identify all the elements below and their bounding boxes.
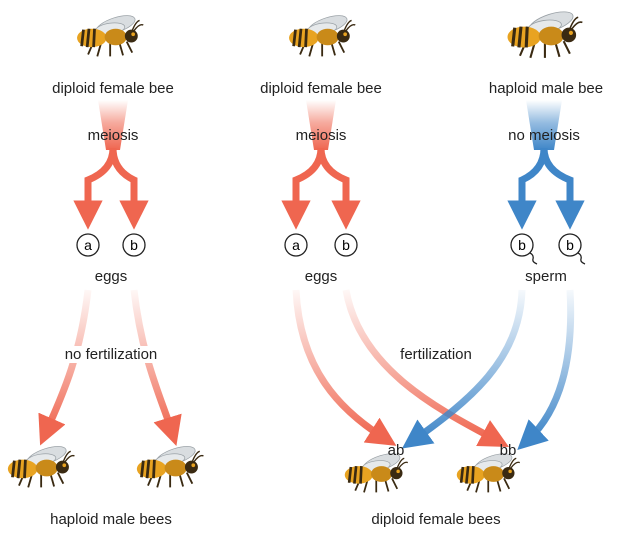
no-fertilization-label: no fertilization	[63, 346, 160, 363]
svg-text:a: a	[292, 237, 300, 253]
bee-icon	[289, 12, 355, 57]
bee-icon	[8, 443, 75, 488]
svg-text:b: b	[518, 237, 526, 253]
offspring-genotype-ab: ab	[388, 442, 405, 459]
arrow-icon	[346, 290, 496, 440]
arrow-icon	[88, 148, 113, 215]
top-label-middle: diploid female bee	[260, 80, 382, 97]
arrow-icon	[296, 148, 321, 215]
fertilization-label: fertilization	[398, 346, 474, 363]
svg-text:a: a	[84, 237, 92, 253]
arrow-icon	[113, 148, 134, 215]
bee-icon	[137, 443, 204, 488]
svg-text:b: b	[566, 237, 574, 253]
arrow-icon	[522, 148, 544, 215]
group-label-sperm: sperm	[525, 268, 567, 285]
egg-cell-icon: a	[285, 234, 307, 256]
process-label-right: no meiosis	[508, 127, 580, 144]
bee-icon	[507, 7, 582, 57]
egg-cell-icon: b	[123, 234, 145, 256]
bee-icon	[77, 12, 143, 57]
arrow-icon	[296, 290, 384, 438]
bottom-label-diploid-female-bees: diploid female bees	[371, 511, 500, 528]
arrow-icon	[321, 148, 346, 215]
group-label-eggs-left: eggs	[95, 268, 128, 285]
sperm-cell-icon: b	[559, 234, 585, 264]
offspring-genotype-bb: bb	[500, 442, 517, 459]
sperm-cell-icon: b	[511, 234, 537, 264]
bottom-label-haploid-male-bees: haploid male bees	[50, 511, 172, 528]
group-label-eggs-middle: eggs	[305, 268, 338, 285]
top-label-left: diploid female bee	[52, 80, 174, 97]
egg-cell-icon: b	[335, 234, 357, 256]
arrow-icon	[414, 290, 522, 440]
top-label-right: haploid male bee	[489, 80, 603, 97]
svg-text:b: b	[130, 237, 138, 253]
arrow-icon	[544, 148, 570, 215]
egg-cell-icon: a	[77, 234, 99, 256]
svg-text:b: b	[342, 237, 350, 253]
process-label-left: meiosis	[88, 127, 139, 144]
process-label-middle: meiosis	[296, 127, 347, 144]
arrow-icon	[528, 290, 571, 440]
